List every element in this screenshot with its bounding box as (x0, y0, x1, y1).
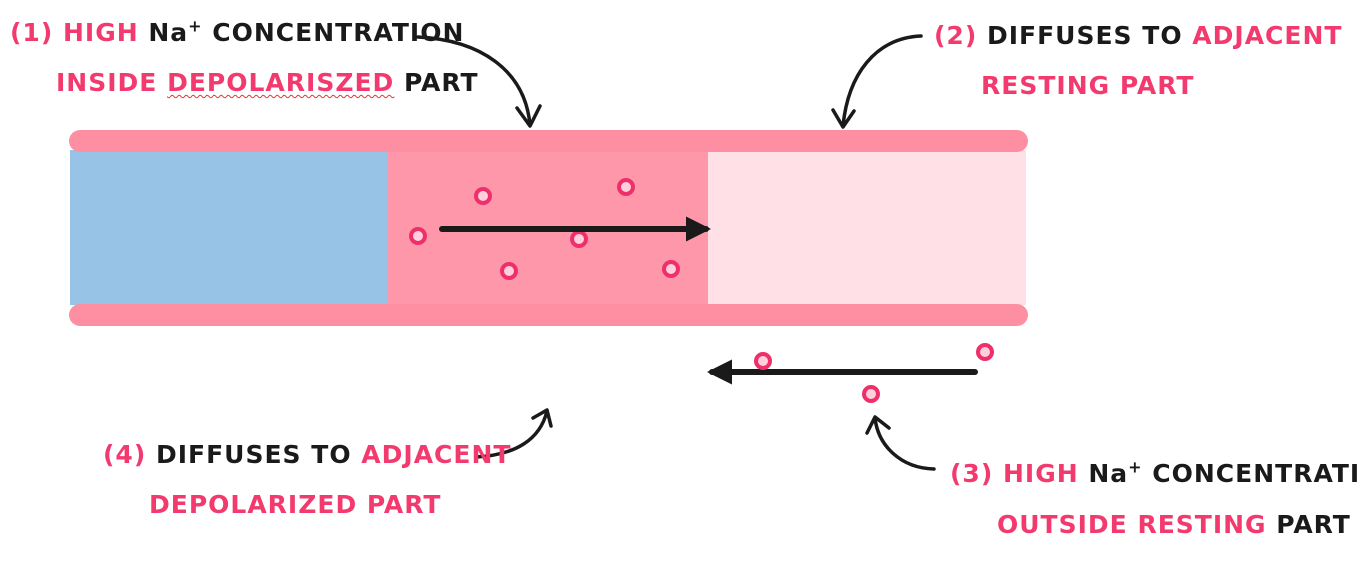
label-1-sodium: Na+ (148, 16, 203, 47)
label-3-outside: OUTSIDE RESTING (997, 510, 1267, 539)
top-membrane (69, 130, 1028, 152)
label-2-adjacent: ADJACENT (1192, 21, 1343, 50)
sodium-ion (662, 260, 680, 278)
label-1-part: PART (404, 68, 479, 97)
label-2-diffuses: DIFFUSES TO (986, 21, 1183, 50)
inside-ions (409, 178, 680, 280)
label-3-number: (3) (950, 459, 994, 488)
label-2-number: (2) (934, 21, 978, 50)
label-1-depolarized: DEPOLARISZED (167, 68, 395, 97)
label-2-line-1: (2) DIFFUSES TO ADJACENT (934, 21, 1342, 51)
label-3-part: PART (1276, 510, 1351, 539)
label-3-line-2: OUTSIDE RESTING PART (997, 510, 1351, 540)
label-4-depolarized: DEPOLARIZED PART (149, 490, 442, 519)
pointer-arrow-4 (474, 408, 553, 459)
label-2-resting: RESTING PART (981, 71, 1195, 100)
sodium-ion (474, 187, 492, 205)
label-1-number: (1) (10, 18, 54, 47)
pointer-arrow-1 (416, 35, 542, 128)
sodium-ion (754, 352, 772, 370)
depolarized-region (70, 150, 388, 305)
label-1-high: HIGH (62, 18, 139, 47)
sodium-ion (976, 343, 994, 361)
label-1-concentration: CONCENTRATION (212, 18, 465, 47)
label-3-line-1: (3) HIGH Na+ CONCENTRATION (950, 459, 1360, 489)
sodium-ion (409, 227, 427, 245)
resting-region (708, 150, 1026, 305)
label-1-line-2: INSIDE DEPOLARISZED PART (56, 68, 479, 98)
label-1-inside: INSIDE (56, 68, 158, 97)
sodium-ion (570, 230, 588, 248)
label-4-diffuses: DIFFUSES TO (155, 440, 352, 469)
label-3-concentration: CONCENTRATION (1152, 459, 1360, 488)
pointer-arrow-3 (865, 415, 936, 471)
sodium-ion (617, 178, 635, 196)
label-3-sodium: Na+ (1088, 457, 1143, 488)
sodium-ion (500, 262, 518, 280)
bottom-membrane (69, 304, 1028, 326)
label-4-adjacent: ADJACENT (361, 440, 512, 469)
label-4-line-1: (4) DIFFUSES TO ADJACENT (103, 440, 511, 470)
label-1-line-1: (1) HIGH Na+ CONCENTRATION (10, 18, 464, 48)
outside-ions (754, 343, 994, 403)
pointer-arrow-2 (831, 34, 923, 129)
label-4-number: (4) (103, 440, 147, 469)
sodium-ion (862, 385, 880, 403)
label-3-high: HIGH (1002, 459, 1079, 488)
label-2-line-2: RESTING PART (981, 71, 1194, 101)
label-4-line-2: DEPOLARIZED PART (149, 490, 441, 520)
